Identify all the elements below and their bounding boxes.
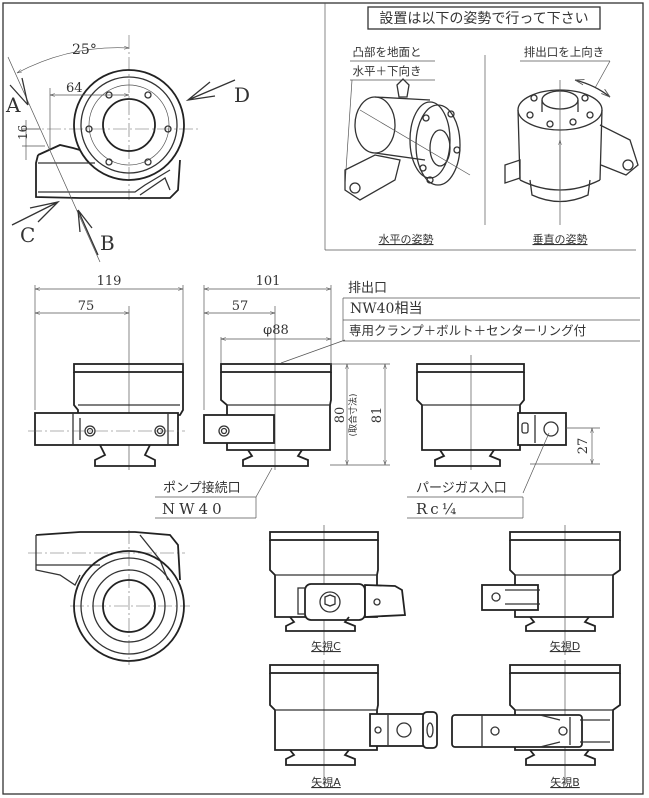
view-c: 矢視C [269,525,407,655]
title-box-text: 設置は以下の姿勢で行って下さい [379,11,588,27]
horizontal-caption: 水平の姿勢 [379,232,434,246]
dim-88: φ88 [263,323,289,338]
exhaust-callout: 排出口 NW40相当 専用クランプ＋ボルト＋センターリング付 [342,281,640,342]
title-box [367,6,601,30]
view-arrow-b: B [77,209,115,256]
dim-101: 101 [256,274,281,289]
exhaust-title: 排出口 [348,281,387,296]
arrow-label-a: A [5,93,21,117]
dim-16: 16 [16,125,30,140]
horizontal-note-line1: 凸部を地面と [353,45,422,59]
angle-25: 25° [72,42,97,58]
bolt-holes [85,91,172,166]
horizontal-pump-sketch [344,78,471,201]
view-arrow-a: A [5,77,29,117]
horizontal-note-line2: 水平＋下向き [353,64,422,78]
view-arrow-d: D [185,79,250,107]
dim-64: 64 [66,81,83,96]
exhaust-spec: NW40相当 [350,301,422,317]
view-label-c: 矢視C [311,639,341,653]
rotation-arrow-icon [575,80,610,97]
orientation-panel: 設置は以下の姿勢で行って下さい 凸部を地面と 水平＋下向き 水平の姿勢 排出口を… [324,3,639,251]
dim-75: 75 [78,299,95,314]
front-view: 119 75 [28,274,185,470]
purge-view: 27 [416,355,600,494]
arrow-label-d: D [234,83,250,107]
arrow-label-c: C [20,223,35,247]
pump-title: ポンプ接続口 [163,480,241,496]
vertical-caption: 垂直の姿勢 [533,232,588,246]
view-label-a: 矢視A [311,775,341,789]
view-label-b: 矢視B [550,775,580,789]
top-view: 25° 64 16 A D C B [5,35,250,263]
view-arrow-c: C [11,200,61,247]
dim-81: 81 [370,407,385,424]
view-d: 矢視D [481,525,621,655]
exhaust-note: 専用クランプ＋ボルト＋センターリング付 [349,323,586,338]
view-a: 矢視A [269,660,438,789]
dim-119: 119 [97,274,122,289]
dim-57: 57 [232,299,249,314]
dim-80: 80 [333,407,348,424]
bottom-view [28,530,190,665]
view-b: 矢視B [451,660,621,789]
dim-27: 27 [576,438,591,455]
vertical-pump-sketch [504,80,639,225]
purge-spec: Rc¼ [416,500,459,518]
pump-spec: NW40 [162,500,226,518]
dim-80-note: (取合寸法) [347,393,359,436]
purge-callout: パージガス入口 Rc¼ [407,481,524,519]
vertical-note: 排出口を上向き [524,45,605,59]
pump-callout: ポンプ接続口 NW40 [155,467,273,519]
view-label-d: 矢視D [550,639,580,653]
purge-title: パージガス入口 [416,481,507,496]
arrow-label-b: B [100,231,115,255]
side-view: 101 57 φ88 80 (取合寸法) 81 [203,274,390,470]
